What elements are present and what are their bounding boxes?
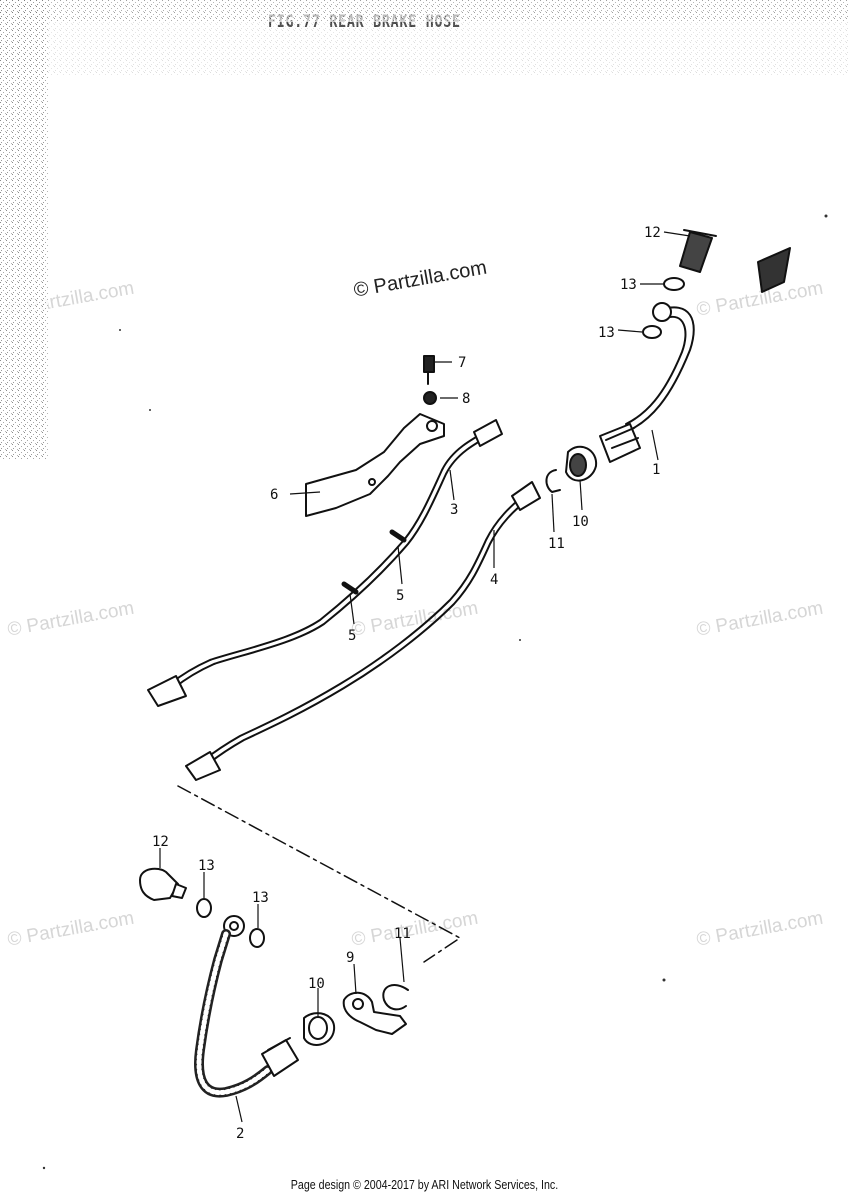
brake-hose-upper [599, 302, 695, 463]
callout-1: 1 [652, 462, 660, 478]
scan-noise-band [0, 20, 849, 75]
washer-lower-2 [249, 928, 265, 948]
callout-7: 7 [458, 355, 466, 371]
hose-bracket [342, 991, 407, 1035]
lock-washer [423, 391, 437, 405]
clip-lower [382, 984, 409, 1011]
callout-3: 3 [450, 502, 458, 518]
callout-8: 8 [462, 391, 470, 407]
callout-13-lower-a: 13 [198, 858, 215, 874]
callout-10-lower: 10 [308, 976, 325, 992]
scan-noise-left [0, 0, 48, 460]
scan-specks [42, 214, 828, 1170]
washer-upper-2 [642, 325, 662, 339]
callout-10-upper: 10 [572, 514, 589, 530]
callout-6: 6 [270, 487, 278, 503]
clip-bracket [757, 247, 791, 293]
grommet-upper-hole [569, 453, 587, 477]
washer-lower-1 [196, 898, 212, 918]
brake-pipe-3 [147, 419, 503, 707]
scan-noise-top [0, 0, 849, 22]
page-footer: Page design © 2004-2017 by ARI Network S… [290, 1177, 559, 1192]
washer-upper-1 [663, 277, 685, 291]
screw [423, 355, 435, 373]
leader-lines [159, 231, 691, 1123]
grommet-lower-hole [308, 1016, 328, 1040]
callout-13-lower-b: 13 [252, 890, 269, 906]
brake-pipe-4 [185, 481, 541, 781]
brake-hose-lower [194, 915, 299, 1098]
callout-13-upper-a: 13 [620, 277, 637, 293]
callout-12-upper: 12 [644, 225, 661, 241]
callout-11-lower: 11 [394, 926, 411, 942]
callout-13-upper-b: 13 [598, 325, 615, 341]
pipe-bracket [305, 413, 445, 517]
banjo-bolt-lower [139, 867, 187, 901]
callout-9: 9 [346, 950, 354, 966]
callout-2: 2 [236, 1126, 244, 1142]
callout-11-upper: 11 [548, 536, 565, 552]
callout-12-lower: 12 [152, 834, 169, 850]
callout-4: 4 [490, 572, 498, 588]
callout-5-a: 5 [396, 588, 404, 604]
callout-5-b: 5 [348, 628, 356, 644]
clip-upper [545, 469, 561, 493]
banjo-bolt-upper [679, 229, 717, 273]
